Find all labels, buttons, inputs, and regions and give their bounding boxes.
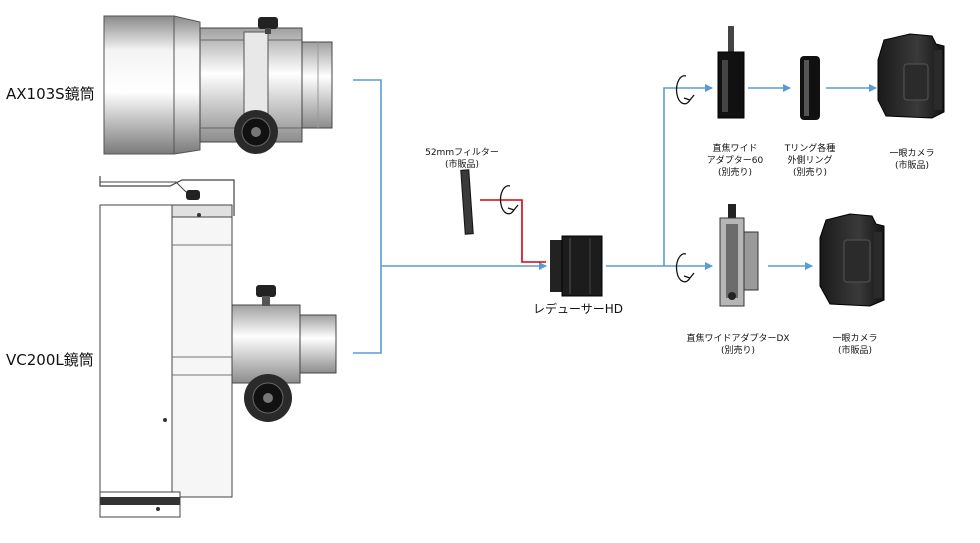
wide-adapter-dx [719,204,759,307]
wide-adapter-60 [717,26,745,119]
reducer-label: レデューサーHD [532,302,624,316]
rotate-arrow-icon [675,75,695,105]
tring-line2: 外側リング [787,156,833,166]
camera2-line1: 一眼カメラ [832,334,878,344]
ax103s-focus-knob [234,110,278,154]
camera1-line1: 一眼カメラ [889,149,935,159]
ax103s-tube [103,15,333,155]
reducer-hd [550,235,603,297]
wide60-line1: 直焦ワイド [712,144,758,154]
camera2-line2: (市販品) [837,346,873,356]
t-ring [800,56,820,120]
camera-body-2 [819,213,885,307]
camera-body-1 [877,33,945,119]
connector-lines [353,79,877,354]
tring-label: Tリング各種 外側リング (別売り) [785,143,836,179]
tring-line3: (別売り) [792,168,828,178]
filter-52mm [460,169,474,235]
rotate-arrow-icon [499,185,519,215]
filter-label: 52mmフィルター (市販品) [425,147,499,171]
camera1-line2: (市販品) [894,161,930,171]
widedx-label: 直焦ワイドアダプターDX (別売り) [686,333,789,357]
widedx-line2: (別売り) [720,346,756,356]
vc200l-tube [99,176,337,518]
vc200l-label: VC200L鏡筒 [6,351,94,369]
vc200l-focus-knob [244,374,292,422]
wide60-label: 直焦ワイド アダプター60 (別売り) [707,143,763,179]
wide60-line3: (別売り) [717,168,753,178]
rotate-arrow-icon [675,253,695,283]
filter-title: 52mmフィルター [425,148,499,158]
camera2-label: 一眼カメラ (市販品) [832,333,877,357]
ax103s-label: AX103S鏡筒 [6,85,95,103]
tring-line1: Tリング各種 [784,144,836,154]
widedx-line1: 直焦ワイドアダプターDX [686,334,790,344]
camera1-label: 一眼カメラ (市販品) [889,148,934,172]
wide60-line2: アダプター60 [706,156,764,166]
filter-sub: (市販品) [444,160,480,170]
